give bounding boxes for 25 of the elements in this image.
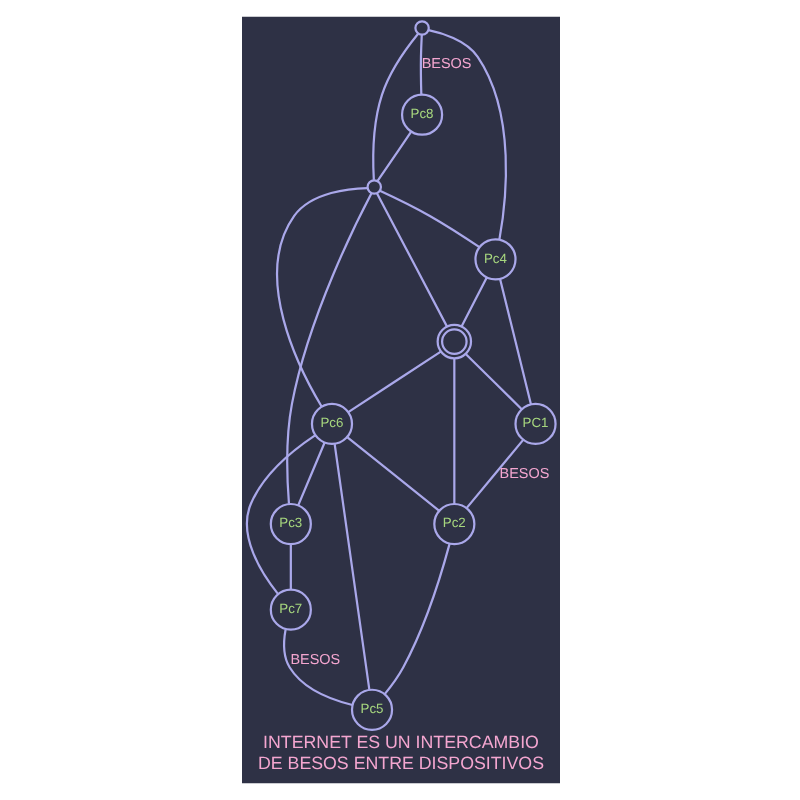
connector (459, 276, 487, 327)
connector (285, 192, 372, 504)
connector (418, 34, 422, 95)
connector (498, 278, 532, 405)
node-circle (413, 20, 429, 36)
connector (464, 439, 524, 509)
caption: INTERNET ES UN INTERCAMBIO DE BESOS ENTRE DISPOSITIVOS (256, 732, 544, 773)
connector (296, 442, 325, 506)
connector (244, 434, 315, 595)
connector (382, 543, 450, 695)
connector (275, 186, 367, 408)
connector (378, 189, 479, 248)
connector (374, 192, 447, 327)
connector (346, 350, 441, 414)
connector (452, 358, 455, 504)
connector (464, 353, 522, 410)
connector (332, 443, 370, 690)
connector (371, 33, 418, 180)
connector (345, 436, 439, 512)
connector (375, 131, 412, 182)
connector (427, 29, 506, 240)
connector (288, 544, 291, 590)
node-circle (435, 323, 472, 360)
connector (282, 629, 352, 707)
node-circle (365, 179, 382, 195)
